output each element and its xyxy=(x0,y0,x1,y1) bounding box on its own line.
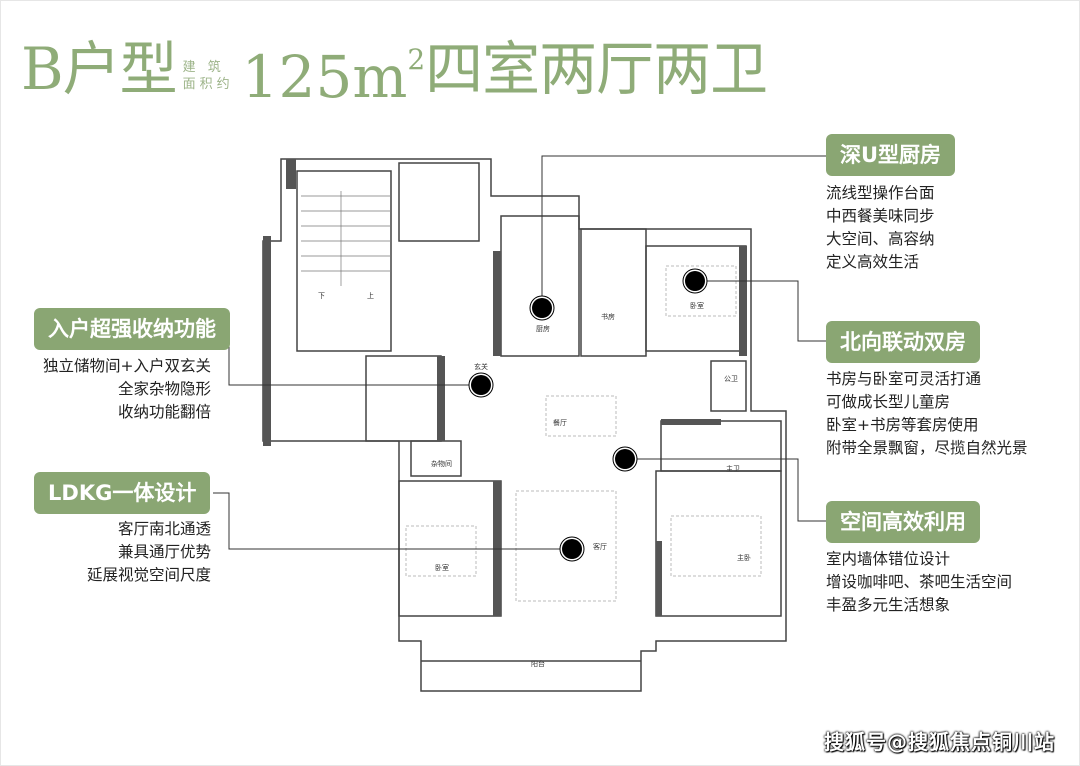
desc-line: 书房与卧室可灵活打通 xyxy=(826,370,982,388)
watermark: 搜狐号@搜狐焦点铜川站 xyxy=(824,730,1055,754)
callout-north-rooms-desc: 书房与卧室可灵活打通 可做成长型儿童房 卧室+书房等套房使用 附带全景飘窗，尽揽… xyxy=(826,368,1028,460)
marker-dot xyxy=(468,372,494,398)
room-public-bath: 公卫 xyxy=(724,375,738,383)
desc-line: 增设咖啡吧、茶吧生活空间 xyxy=(826,573,1013,591)
callout-kitchen-label: 深U型厨房 xyxy=(826,134,956,176)
connector-lines xyxy=(213,155,826,550)
plan-type: B户型 xyxy=(21,34,178,103)
desc-line: 室内墙体错位设计 xyxy=(826,550,951,568)
furniture xyxy=(405,265,762,602)
room-storage: 杂物间 xyxy=(431,459,452,468)
desc-line: 附带全景飘窗，尽揽自然光景 xyxy=(826,439,1028,457)
room-living: 客厅 xyxy=(593,542,607,551)
callout-ldkg-desc: 客厅南北通透 兼具通厅优势 延展视觉空间尺度 xyxy=(87,518,211,587)
room-labels: 厨房 书房 卧室 玄关 餐厅 公卫 杂物间 主卫 客厅 卧室 主卧 阳台 下 上 xyxy=(318,291,751,668)
area-note: 建 筑 面积约 xyxy=(183,59,234,93)
room-bedroom-south: 卧室 xyxy=(435,563,449,572)
marker-dot xyxy=(612,446,638,472)
room-dining: 餐厅 xyxy=(553,418,567,427)
page-title: B户型 建 筑 面积约 125m2 四室两厅两卫 xyxy=(21,27,768,111)
marker-dot xyxy=(529,295,555,321)
callout-space-desc: 室内墙体错位设计 增设咖啡吧、茶吧生活空间 丰盈多元生活想象 xyxy=(826,548,1012,617)
desc-line: 独立储物间+入户双玄关 xyxy=(43,357,211,375)
desc-line: 全家杂物隐形 xyxy=(117,380,211,398)
stairs xyxy=(301,191,391,286)
desc-line: 大空间、高容纳 xyxy=(826,230,935,248)
room-kitchen: 厨房 xyxy=(536,324,550,333)
room-balcony: 阳台 xyxy=(531,659,545,668)
marker-dot xyxy=(682,268,708,294)
desc-line: 定义高效生活 xyxy=(826,253,920,271)
stairs-up: 上 xyxy=(367,291,374,300)
callout-kitchen-desc: 流线型操作台面 中西餐美味同步 大空间、高容纳 定义高效生活 xyxy=(826,182,935,274)
marker-dots xyxy=(468,268,708,562)
desc-line: 卧室+书房等套房使用 xyxy=(826,416,979,434)
desc-line: 中西餐美味同步 xyxy=(826,207,935,225)
desc-line: 兼具通厅优势 xyxy=(117,543,211,561)
room-bedroom-north: 卧室 xyxy=(690,301,704,310)
room-foyer: 玄关 xyxy=(474,362,488,371)
room-master-bath: 主卫 xyxy=(726,464,740,473)
desc-line: 流线型操作台面 xyxy=(826,184,935,202)
area-value: 125m2 xyxy=(242,27,426,110)
area-unit-sup: 2 xyxy=(407,43,426,76)
callout-space-label: 空间高效利用 xyxy=(826,501,980,543)
callout-storage-label: 入户超强收纳功能 xyxy=(34,308,230,350)
layout-type: 四室两厅两卫 xyxy=(425,34,768,103)
room-study: 书房 xyxy=(601,312,615,321)
area-note-line: 面积约 xyxy=(182,76,234,92)
area-number: 125m xyxy=(241,43,408,111)
desc-line: 客厅南北通透 xyxy=(117,520,211,538)
desc-line: 可做成长型儿童房 xyxy=(826,393,951,411)
marker-dot xyxy=(559,536,585,562)
desc-line: 延展视觉空间尺度 xyxy=(86,566,211,584)
desc-line: 收纳功能翻倍 xyxy=(117,403,211,421)
desc-line: 丰盈多元生活想象 xyxy=(826,596,951,614)
callout-storage-desc: 独立储物间+入户双玄关 全家杂物隐形 收纳功能翻倍 xyxy=(43,355,211,424)
area-note-line: 建 筑 xyxy=(182,59,225,75)
solid-walls xyxy=(263,159,747,616)
callout-north-rooms-label: 北向联动双房 xyxy=(826,321,980,363)
stairs-down: 下 xyxy=(318,292,325,300)
callout-ldkg-label: LDKG一体设计 xyxy=(34,472,211,514)
room-master-bedroom: 主卧 xyxy=(737,553,751,562)
